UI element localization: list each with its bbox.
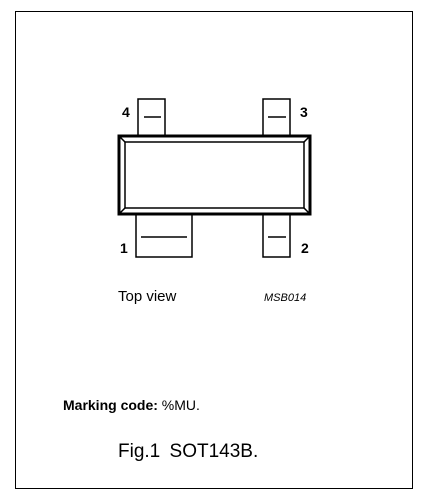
pin-3-label: 3 (300, 104, 308, 120)
pin-3-lead (262, 98, 291, 137)
package-body (117, 134, 312, 216)
view-label: Top view (118, 288, 177, 305)
marking-code-value: %MU. (161, 397, 200, 413)
pin-4-lead (137, 98, 166, 137)
figure-frame (15, 11, 413, 489)
pin-2-lead (262, 212, 291, 258)
pin-2-label: 2 (301, 240, 309, 256)
pin-1-lead (135, 212, 193, 258)
pin-4-label: 4 (122, 104, 130, 120)
reference-code: MSB014 (264, 292, 307, 304)
figure-caption: Fig.1 SOT143B. (118, 441, 259, 462)
marking-code-label: Marking code: (63, 397, 158, 413)
pin-1-label: 1 (120, 240, 128, 256)
marking-code: Marking code: %MU. (63, 397, 200, 413)
